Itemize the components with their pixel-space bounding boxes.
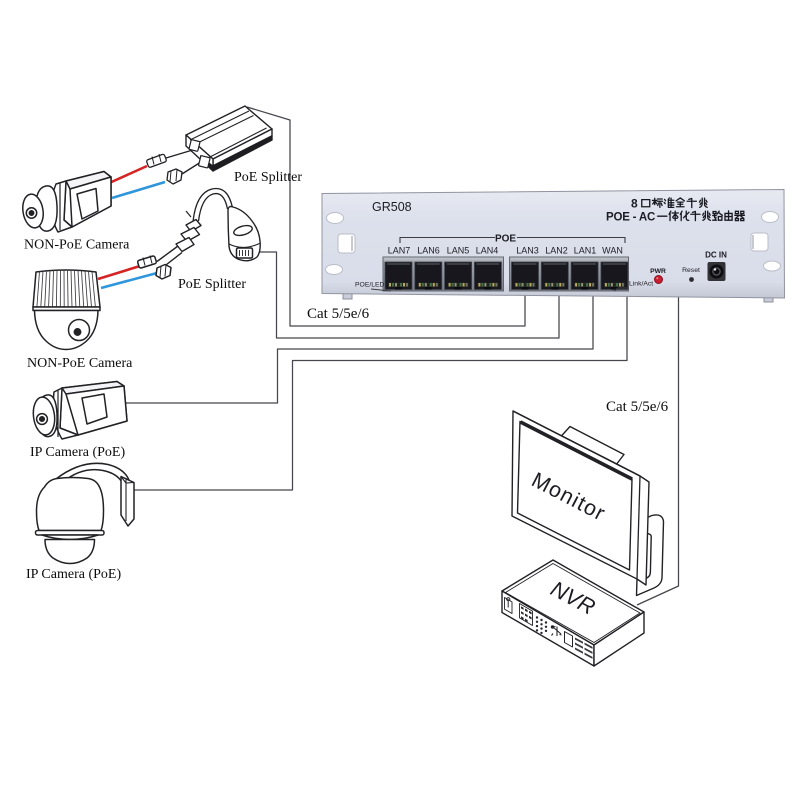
svg-text:PoE Splitter: PoE Splitter [234,170,302,185]
svg-text:NON-PoE Camera: NON-PoE Camera [24,238,130,253]
svg-text:Cat 5/5e/6: Cat 5/5e/6 [606,399,669,415]
svg-text:IP Camera (PoE): IP Camera (PoE) [26,567,121,582]
svg-text:LAN1: LAN1 [574,246,597,256]
svg-text:POE - AC: POE - AC [606,212,655,224]
svg-text:LAN7: LAN7 [388,246,411,256]
svg-text:GR508: GR508 [372,200,412,214]
svg-text:LAN6: LAN6 [417,246,440,256]
svg-text:Cat 5/5e/6: Cat 5/5e/6 [307,306,370,322]
svg-text:WAN: WAN [602,246,623,256]
svg-text:POE/LED: POE/LED [355,282,385,289]
svg-text:LAN2: LAN2 [545,246,568,256]
svg-text:LAN4: LAN4 [476,246,499,256]
svg-text:PWR: PWR [650,268,666,275]
svg-text:8: 8 [631,197,638,211]
svg-text:IP Camera (PoE): IP Camera (PoE) [30,445,125,460]
svg-text:DC IN: DC IN [705,251,727,260]
svg-text:POE: POE [495,234,516,245]
svg-text:PoE Splitter: PoE Splitter [178,277,246,292]
svg-text:Link/Act: Link/Act [629,281,653,288]
svg-text:NON-PoE Camera: NON-PoE Camera [27,356,133,371]
svg-text:LAN5: LAN5 [447,246,470,256]
svg-text:LAN3: LAN3 [516,246,539,256]
svg-text:Reset: Reset [682,267,700,274]
